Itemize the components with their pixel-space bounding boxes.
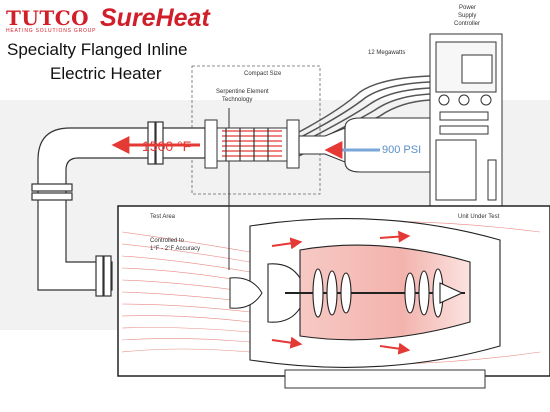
label-supply: Supply	[458, 13, 476, 19]
label-accuracy: 1°F - 2°F Accuracy	[150, 246, 200, 252]
tutco-logo-sub: HEATING SOLUTIONS GROUP	[6, 28, 96, 34]
temperature-label: 1500 °F	[142, 138, 191, 154]
label-serpentine: Serpentine Element	[216, 89, 269, 95]
tutco-logo: TUTCO	[6, 6, 89, 30]
label-technology: Technology	[222, 97, 252, 103]
label-unit-under-test: Unit Under Test	[458, 214, 499, 220]
engine-base	[285, 370, 485, 388]
label-test-area: Test Area	[150, 214, 175, 220]
engine-unit-under-test	[250, 219, 500, 368]
sureheat-logo: SureHeat	[100, 4, 210, 33]
pressure-label: 900 PSI	[382, 144, 421, 156]
power-supply-controller	[430, 34, 502, 214]
label-compact-size: Compact Size	[244, 71, 281, 77]
label-power: Power	[459, 5, 476, 11]
label-megawatts: 12 Megawatts	[368, 50, 405, 56]
title-line-2: Electric Heater	[50, 64, 161, 84]
title-line-1: Specialty Flanged Inline	[7, 40, 188, 60]
label-controller: Controller	[454, 21, 480, 27]
label-controlled: Controlled to	[150, 238, 184, 244]
